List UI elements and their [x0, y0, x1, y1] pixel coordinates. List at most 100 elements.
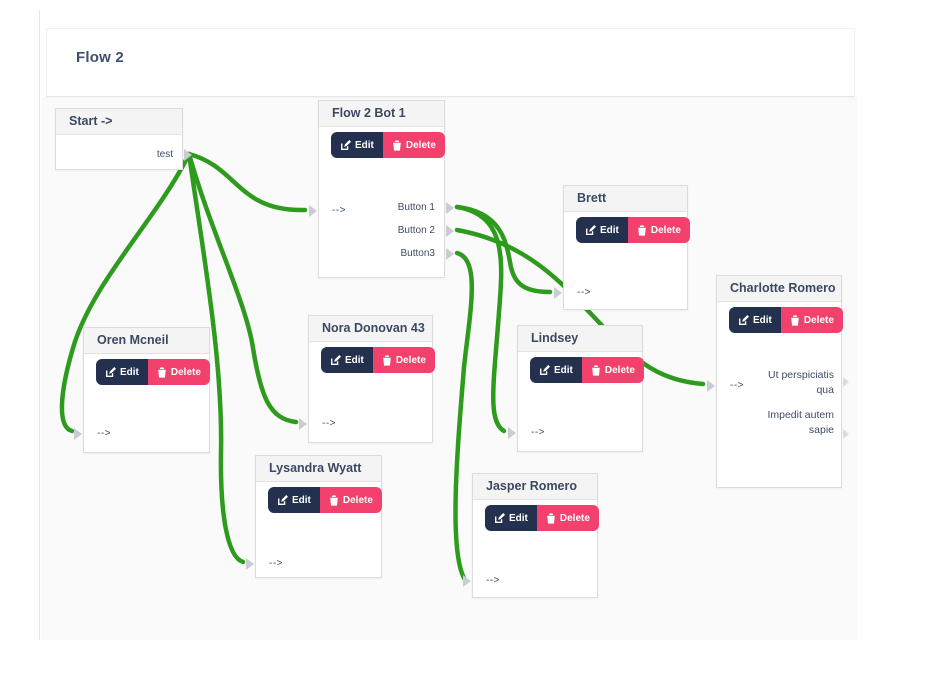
- node-charlotte-title: Charlotte Romero: [717, 276, 841, 302]
- left-hairline: [39, 10, 40, 640]
- edit-button-label: Edit: [554, 364, 573, 376]
- delete-button-label: Delete: [650, 224, 681, 236]
- input-port[interactable]: [309, 205, 317, 217]
- input-port[interactable]: [74, 428, 82, 440]
- input-label: -->: [730, 380, 744, 391]
- edit-button[interactable]: Edit: [485, 505, 537, 531]
- trash-icon: [638, 224, 646, 236]
- delete-button-label: Delete: [604, 364, 635, 376]
- connection-start-bot1[interactable]: [186, 151, 308, 213]
- edit-button[interactable]: Edit: [331, 132, 383, 158]
- node-oren[interactable]: Oren Mcneil Edit Delete -->: [74, 327, 210, 453]
- output-port-ut[interactable]: [843, 377, 849, 387]
- output-label-button3: Button3: [400, 248, 435, 259]
- trash-icon: [393, 139, 401, 151]
- output-port-button1[interactable]: [446, 202, 454, 214]
- node-flow2bot1[interactable]: Flow 2 Bot 1 Edit Delete --> Button 1 Bu…: [309, 100, 454, 278]
- input-label: -->: [577, 287, 591, 298]
- output-label-button2: Button 2: [397, 225, 435, 236]
- pencil-icon: [586, 224, 596, 235]
- output-port-button3[interactable]: [446, 248, 454, 260]
- delete-button[interactable]: Delete: [627, 217, 690, 243]
- trash-icon: [592, 364, 600, 376]
- node-nora[interactable]: Nora Donovan 43 Edit Delete -->: [299, 315, 435, 443]
- input-port[interactable]: [508, 427, 516, 439]
- output-label-impedit: Impedit autem sapie: [767, 409, 834, 436]
- node-lysandra[interactable]: Lysandra Wyatt Edit Delete -->: [246, 455, 382, 578]
- edit-button[interactable]: Edit: [530, 357, 582, 383]
- node-start[interactable]: Start -> test: [55, 108, 192, 170]
- delete-button-label: Delete: [395, 354, 426, 366]
- delete-button[interactable]: Delete: [372, 347, 435, 373]
- delete-button[interactable]: Delete: [382, 132, 445, 158]
- trash-icon: [158, 366, 166, 378]
- pencil-icon: [106, 366, 116, 377]
- node-nora-title: Nora Donovan 43: [309, 316, 432, 342]
- input-port[interactable]: [463, 575, 471, 587]
- input-port[interactable]: [554, 287, 562, 299]
- delete-button[interactable]: Delete: [536, 505, 599, 531]
- edit-button[interactable]: Edit: [576, 217, 628, 243]
- pencil-icon: [331, 354, 341, 365]
- delete-button-label: Delete: [342, 494, 373, 506]
- node-jasper-title: Jasper Romero: [473, 474, 597, 500]
- node-oren-title: Oren Mcneil: [84, 328, 209, 354]
- input-port[interactable]: [707, 380, 715, 392]
- edit-button[interactable]: Edit: [268, 487, 320, 513]
- node-brett[interactable]: Brett Edit Delete -->: [554, 185, 690, 310]
- edit-button-label: Edit: [292, 494, 311, 506]
- node-charlotte[interactable]: Charlotte Romero Edit Delete --> Ut pers…: [707, 275, 849, 488]
- edit-button[interactable]: Edit: [729, 307, 781, 333]
- input-label: -->: [531, 427, 545, 438]
- connection-start-lysandra[interactable]: [186, 151, 246, 565]
- output-port-test[interactable]: [184, 149, 192, 161]
- connection-button1-brett[interactable]: [454, 204, 553, 295]
- input-label: -->: [486, 575, 500, 586]
- input-port[interactable]: [299, 418, 307, 430]
- edit-button-label: Edit: [600, 224, 619, 236]
- connection-button1-lindsey[interactable]: [454, 204, 507, 434]
- node-brett-title: Brett: [564, 186, 687, 212]
- flow-title-card: Flow 2: [46, 28, 855, 97]
- output-port-button2[interactable]: [446, 225, 454, 237]
- connection-button3-jasper[interactable]: [453, 250, 474, 581]
- node-jasper[interactable]: Jasper Romero Edit Delete -->: [463, 473, 599, 598]
- edit-button-label: Edit: [509, 512, 528, 524]
- pencil-icon: [495, 512, 505, 523]
- edit-button-label: Edit: [345, 354, 364, 366]
- connection-start-nora[interactable]: [186, 151, 299, 425]
- edit-button[interactable]: Edit: [96, 359, 148, 385]
- trash-icon: [547, 512, 555, 524]
- delete-button[interactable]: Delete: [147, 359, 210, 385]
- input-label: -->: [97, 428, 111, 439]
- node-start-title: Start ->: [56, 109, 182, 135]
- node-lysandra-title: Lysandra Wyatt: [256, 456, 381, 482]
- delete-button-label: Delete: [559, 512, 590, 524]
- input-label: -->: [332, 205, 346, 216]
- delete-button[interactable]: Delete: [319, 487, 382, 513]
- trash-icon: [330, 494, 338, 506]
- output-port-impedit[interactable]: [843, 429, 849, 439]
- delete-button[interactable]: Delete: [780, 307, 843, 333]
- edit-button-label: Edit: [753, 314, 772, 326]
- pencil-icon: [341, 139, 351, 150]
- output-label-button1: Button 1: [397, 202, 435, 213]
- node-lindsey[interactable]: Lindsey Edit Delete -->: [508, 325, 644, 452]
- delete-button-label: Delete: [803, 314, 834, 326]
- output-labels: Ut perspiciatis qua Impedit autem sapie: [764, 368, 834, 448]
- node-flow2bot1-title: Flow 2 Bot 1: [319, 101, 444, 127]
- input-port[interactable]: [246, 558, 254, 570]
- pencil-icon: [739, 314, 749, 325]
- output-label-test: test: [156, 149, 173, 160]
- input-label: -->: [322, 418, 336, 429]
- edit-button-label: Edit: [120, 366, 139, 378]
- delete-button[interactable]: Delete: [581, 357, 644, 383]
- page-title: Flow 2: [76, 49, 124, 66]
- connection-start-oren[interactable]: [59, 151, 192, 434]
- edit-button[interactable]: Edit: [321, 347, 373, 373]
- delete-button-label: Delete: [405, 139, 436, 151]
- edit-button-label: Edit: [355, 139, 374, 151]
- delete-button-label: Delete: [170, 366, 201, 378]
- output-label-ut: Ut perspiciatis qua: [768, 369, 834, 396]
